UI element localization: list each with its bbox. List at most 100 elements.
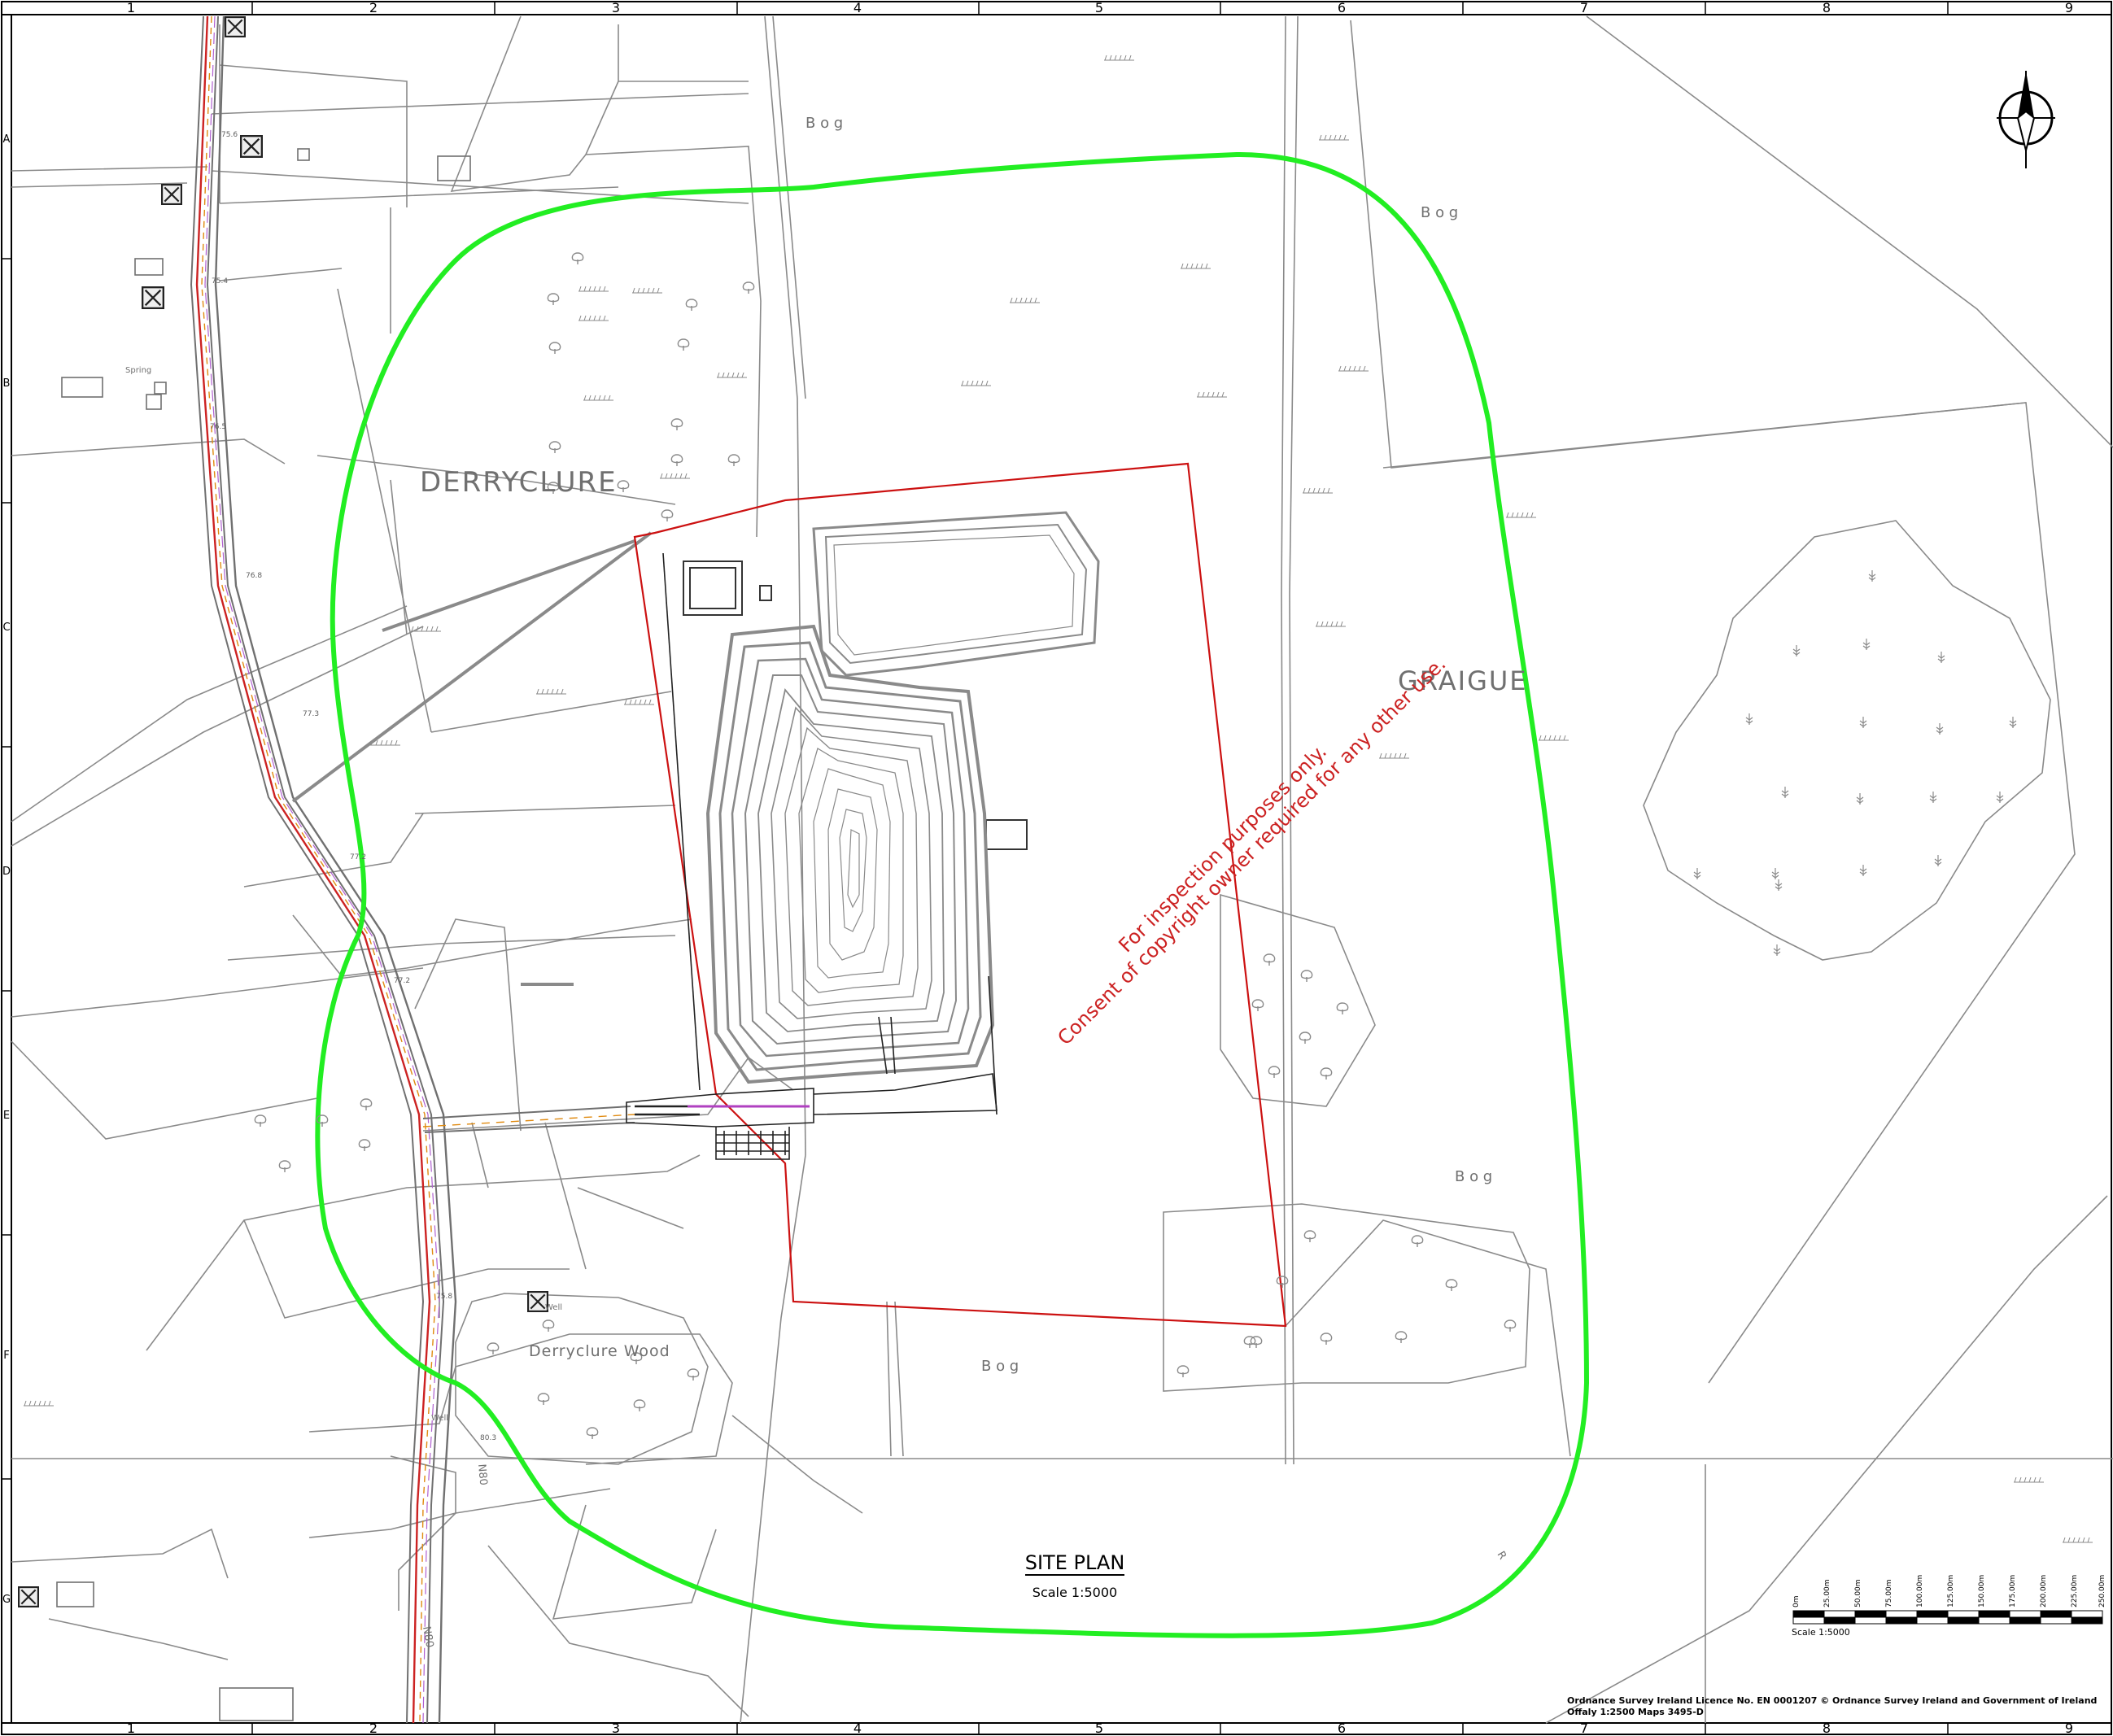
tree-symbol-icon	[278, 1160, 291, 1173]
tree-symbol-icon	[1263, 953, 1276, 966]
tree-symbol-icon	[547, 293, 560, 306]
spot-height: 76.8	[246, 572, 262, 580]
tree-symbol-icon	[670, 454, 683, 467]
tree-symbol-icon	[670, 418, 683, 431]
conifer-symbol-icon	[1745, 713, 1753, 726]
row-label: C	[2, 622, 10, 634]
marsh-symbol-icon	[2062, 1537, 2093, 1543]
scale-bar-segment	[1978, 1616, 2010, 1625]
watermark-line: Consent of copyright owner required for …	[1053, 652, 1450, 1049]
cross-box-icon	[161, 184, 182, 205]
site-entrance-facilities	[626, 975, 998, 1160]
field-boundaries	[11, 15, 2113, 1724]
row-label: D	[2, 866, 11, 878]
bog-label: B o g	[981, 1358, 1019, 1375]
marsh-symbol-icon	[623, 699, 655, 705]
tree-symbol-icon	[1320, 1067, 1333, 1080]
tree-symbol-icon	[487, 1342, 500, 1355]
tree-symbol-icon	[1251, 999, 1264, 1012]
scale-bar-segment	[1854, 1610, 1887, 1618]
scale-bar-segment	[1978, 1610, 2010, 1618]
tree-symbol-icon	[1504, 1319, 1517, 1333]
site-boundary	[633, 462, 1287, 1328]
tree-symbol-icon	[687, 1368, 700, 1381]
tree-symbol-icon	[358, 1139, 371, 1152]
townland-label: DERRYCLURE	[420, 466, 618, 499]
marsh-symbol-icon	[1315, 621, 1347, 627]
conifer-symbol-icon	[1868, 569, 1876, 582]
col-label: 9	[2065, 0, 2073, 15]
scale-bar-segment	[1885, 1610, 1918, 1618]
tree-symbol-icon	[571, 252, 584, 265]
marsh-symbol-icon	[1196, 391, 1228, 398]
cross-box-icon	[240, 135, 263, 158]
conifer-symbol-icon	[1781, 786, 1789, 799]
landfill-cell-contours	[705, 511, 1100, 1084]
row-label: B	[3, 377, 11, 390]
marsh-symbol-icon	[578, 315, 609, 321]
spot-height: 75.6	[221, 131, 238, 139]
conifer-symbol-icon	[1775, 879, 1783, 892]
col-label: 5	[1095, 1721, 1103, 1736]
tree-symbol-icon	[633, 1399, 646, 1412]
marsh-symbol-icon	[631, 287, 663, 294]
conifer-symbols	[1693, 569, 2017, 957]
marsh-symbol-icon	[1505, 512, 1537, 518]
marsh-symbol-icon	[960, 380, 992, 386]
scale-bar: 0m 25.00m 50.00m 75.00m 100.00m 125.00m …	[1792, 1575, 2106, 1638]
scale-tick-label: 50.00m	[1854, 1579, 1862, 1607]
road-label: N80	[475, 1463, 489, 1485]
plan-scale: Scale 1:5000	[1032, 1585, 1117, 1600]
scale-bar-label: Scale 1:5000	[1792, 1627, 1850, 1638]
spot-height: 77.3	[303, 710, 319, 718]
marsh-symbol-icon	[1538, 735, 1569, 741]
scale-tick-label: 125.00m	[1947, 1575, 1955, 1607]
scale-tick-label: 100.00m	[1916, 1575, 1924, 1607]
conifer-symbol-icon	[1792, 644, 1801, 657]
scale-tick-label: 175.00m	[2009, 1575, 2017, 1607]
marsh-symbol-icon	[659, 473, 691, 479]
scale-bar-ticks: 0m 25.00m 50.00m 75.00m 100.00m 125.00m …	[1792, 1575, 2106, 1607]
tree-symbol-icon	[1303, 1230, 1316, 1243]
spot-height: 80.3	[480, 1434, 496, 1442]
scale-tick-label: 25.00m	[1823, 1579, 1831, 1607]
row-label: A	[3, 133, 11, 146]
conifer-symbol-icon	[1937, 651, 1945, 664]
col-label: 2	[369, 1721, 378, 1736]
townland-label: GRAIGUE	[1398, 665, 1528, 696]
tree-symbol-icon	[360, 1098, 373, 1111]
scale-bar-segment	[1885, 1616, 1918, 1625]
col-label: 9	[2065, 1721, 2073, 1736]
bog-label: B o g	[805, 115, 843, 132]
marsh-symbol-icon	[1318, 134, 1350, 141]
wood-label: Derryclure Wood	[529, 1342, 670, 1360]
farm-buildings	[56, 148, 471, 1721]
scale-bar-segment	[1792, 1610, 1825, 1618]
well-label: Well	[431, 1414, 448, 1423]
tree-symbol-icon	[1395, 1331, 1408, 1344]
bog-label: B o g	[1421, 204, 1458, 221]
access-road	[422, 1106, 635, 1133]
road-label: N80	[420, 1625, 435, 1648]
scale-bar-segment	[1916, 1616, 1949, 1625]
access-tracks	[291, 531, 653, 986]
scale-tick-label: 200.00m	[2040, 1575, 2048, 1607]
tree-symbol-icon	[586, 1427, 599, 1440]
bog-label: B o g	[1455, 1168, 1492, 1185]
scale-bar-segment	[2040, 1616, 2072, 1625]
tree-symbol-icon	[542, 1319, 555, 1333]
column-labels-top: 1 2 3 4 5 6 7 8 9	[127, 0, 2073, 15]
conifer-symbol-icon	[1929, 791, 1937, 804]
scale-bar-segment	[1823, 1610, 1856, 1618]
row-label: G	[2, 1594, 11, 1606]
road-label: R	[1495, 1550, 1509, 1562]
conifer-symbol-icon	[2009, 716, 2017, 729]
conifer-symbol-icon	[1773, 944, 1781, 957]
grid-ticks	[2, 2, 1949, 1734]
tree-symbol-icon	[1177, 1365, 1190, 1378]
scale-bar-segment	[2071, 1610, 2103, 1618]
scale-bar-segment	[2071, 1616, 2103, 1625]
buffer-zone-boundary	[315, 151, 1590, 1638]
